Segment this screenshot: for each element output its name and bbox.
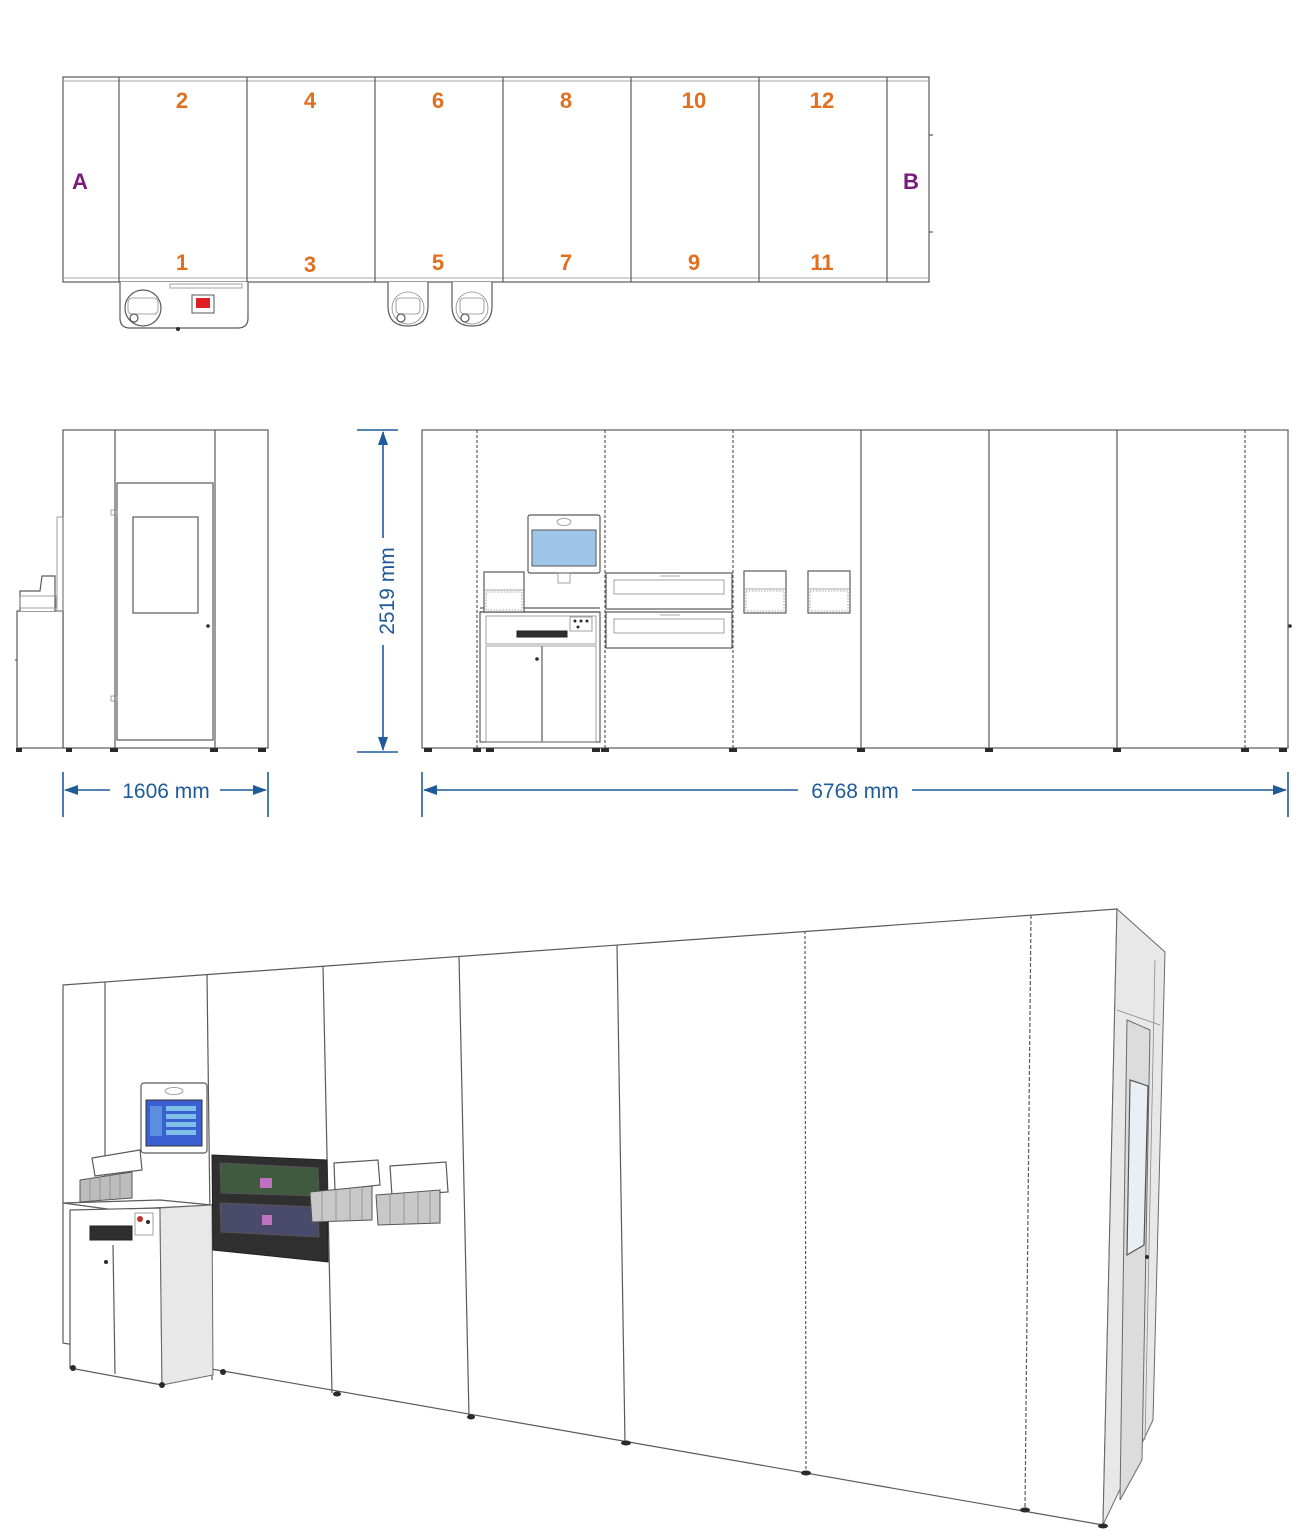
slot-label-11: 11 xyxy=(810,250,833,275)
height-dimension-label: 2519 mm xyxy=(376,547,399,635)
end-label-b: B xyxy=(903,169,919,194)
slot-label-10: 10 xyxy=(682,88,706,113)
end-view-feet xyxy=(16,748,266,752)
door-window xyxy=(132,516,199,614)
top-view-tray-port-1 xyxy=(387,282,429,327)
slot-label-1: 1 xyxy=(176,250,188,275)
perspective-drawer-bank xyxy=(211,1154,329,1263)
slot-label-4: 4 xyxy=(304,88,317,113)
slot-label-6: 6 xyxy=(432,88,444,113)
slot-label-8: 8 xyxy=(560,88,572,113)
front-view-feet xyxy=(424,748,1287,752)
front-tray-port-2 xyxy=(807,570,851,614)
length-dimension-label: 6768 mm xyxy=(811,780,899,803)
top-view: 2 4 6 8 10 12 1 3 5 7 9 11 A B xyxy=(62,76,933,331)
top-view-operator-station xyxy=(119,282,249,331)
slot-label-5: 5 xyxy=(432,250,444,275)
front-operator-station xyxy=(479,571,601,743)
indicator-light xyxy=(196,298,210,308)
end-view-operator-station xyxy=(15,516,64,749)
length-dimension: 6768 mm xyxy=(421,772,1289,817)
perspective-tray-port-1 xyxy=(309,1159,381,1223)
end-view xyxy=(15,429,269,752)
top-view-outline xyxy=(62,76,930,283)
touch-screen-monitor xyxy=(527,514,601,584)
perspective-monitor xyxy=(140,1082,208,1154)
perspective-operator-station xyxy=(62,1149,226,1388)
height-dimension: 2519 mm xyxy=(357,429,399,753)
perspective-door-window xyxy=(1126,1079,1149,1257)
width-dimension: 1606 mm xyxy=(62,772,269,817)
perspective-tray-port-2 xyxy=(375,1161,449,1226)
perspective-view xyxy=(62,907,1166,1529)
slot-label-9: 9 xyxy=(688,250,700,275)
front-tray-port-1 xyxy=(743,570,787,614)
slot-label-12: 12 xyxy=(810,88,834,113)
perspective-feet xyxy=(333,1391,1108,1529)
front-view xyxy=(421,429,1292,752)
top-view-bay-dividers xyxy=(118,77,888,282)
front-view-panel-seams xyxy=(476,430,1246,748)
front-drawer-modules xyxy=(605,572,733,649)
slot-label-3: 3 xyxy=(304,252,316,277)
top-view-tray-port-2 xyxy=(451,282,493,327)
slot-label-2: 2 xyxy=(176,88,188,113)
end-label-a: A xyxy=(72,169,88,194)
width-dimension-label: 1606 mm xyxy=(122,780,210,803)
slot-label-7: 7 xyxy=(560,250,572,275)
